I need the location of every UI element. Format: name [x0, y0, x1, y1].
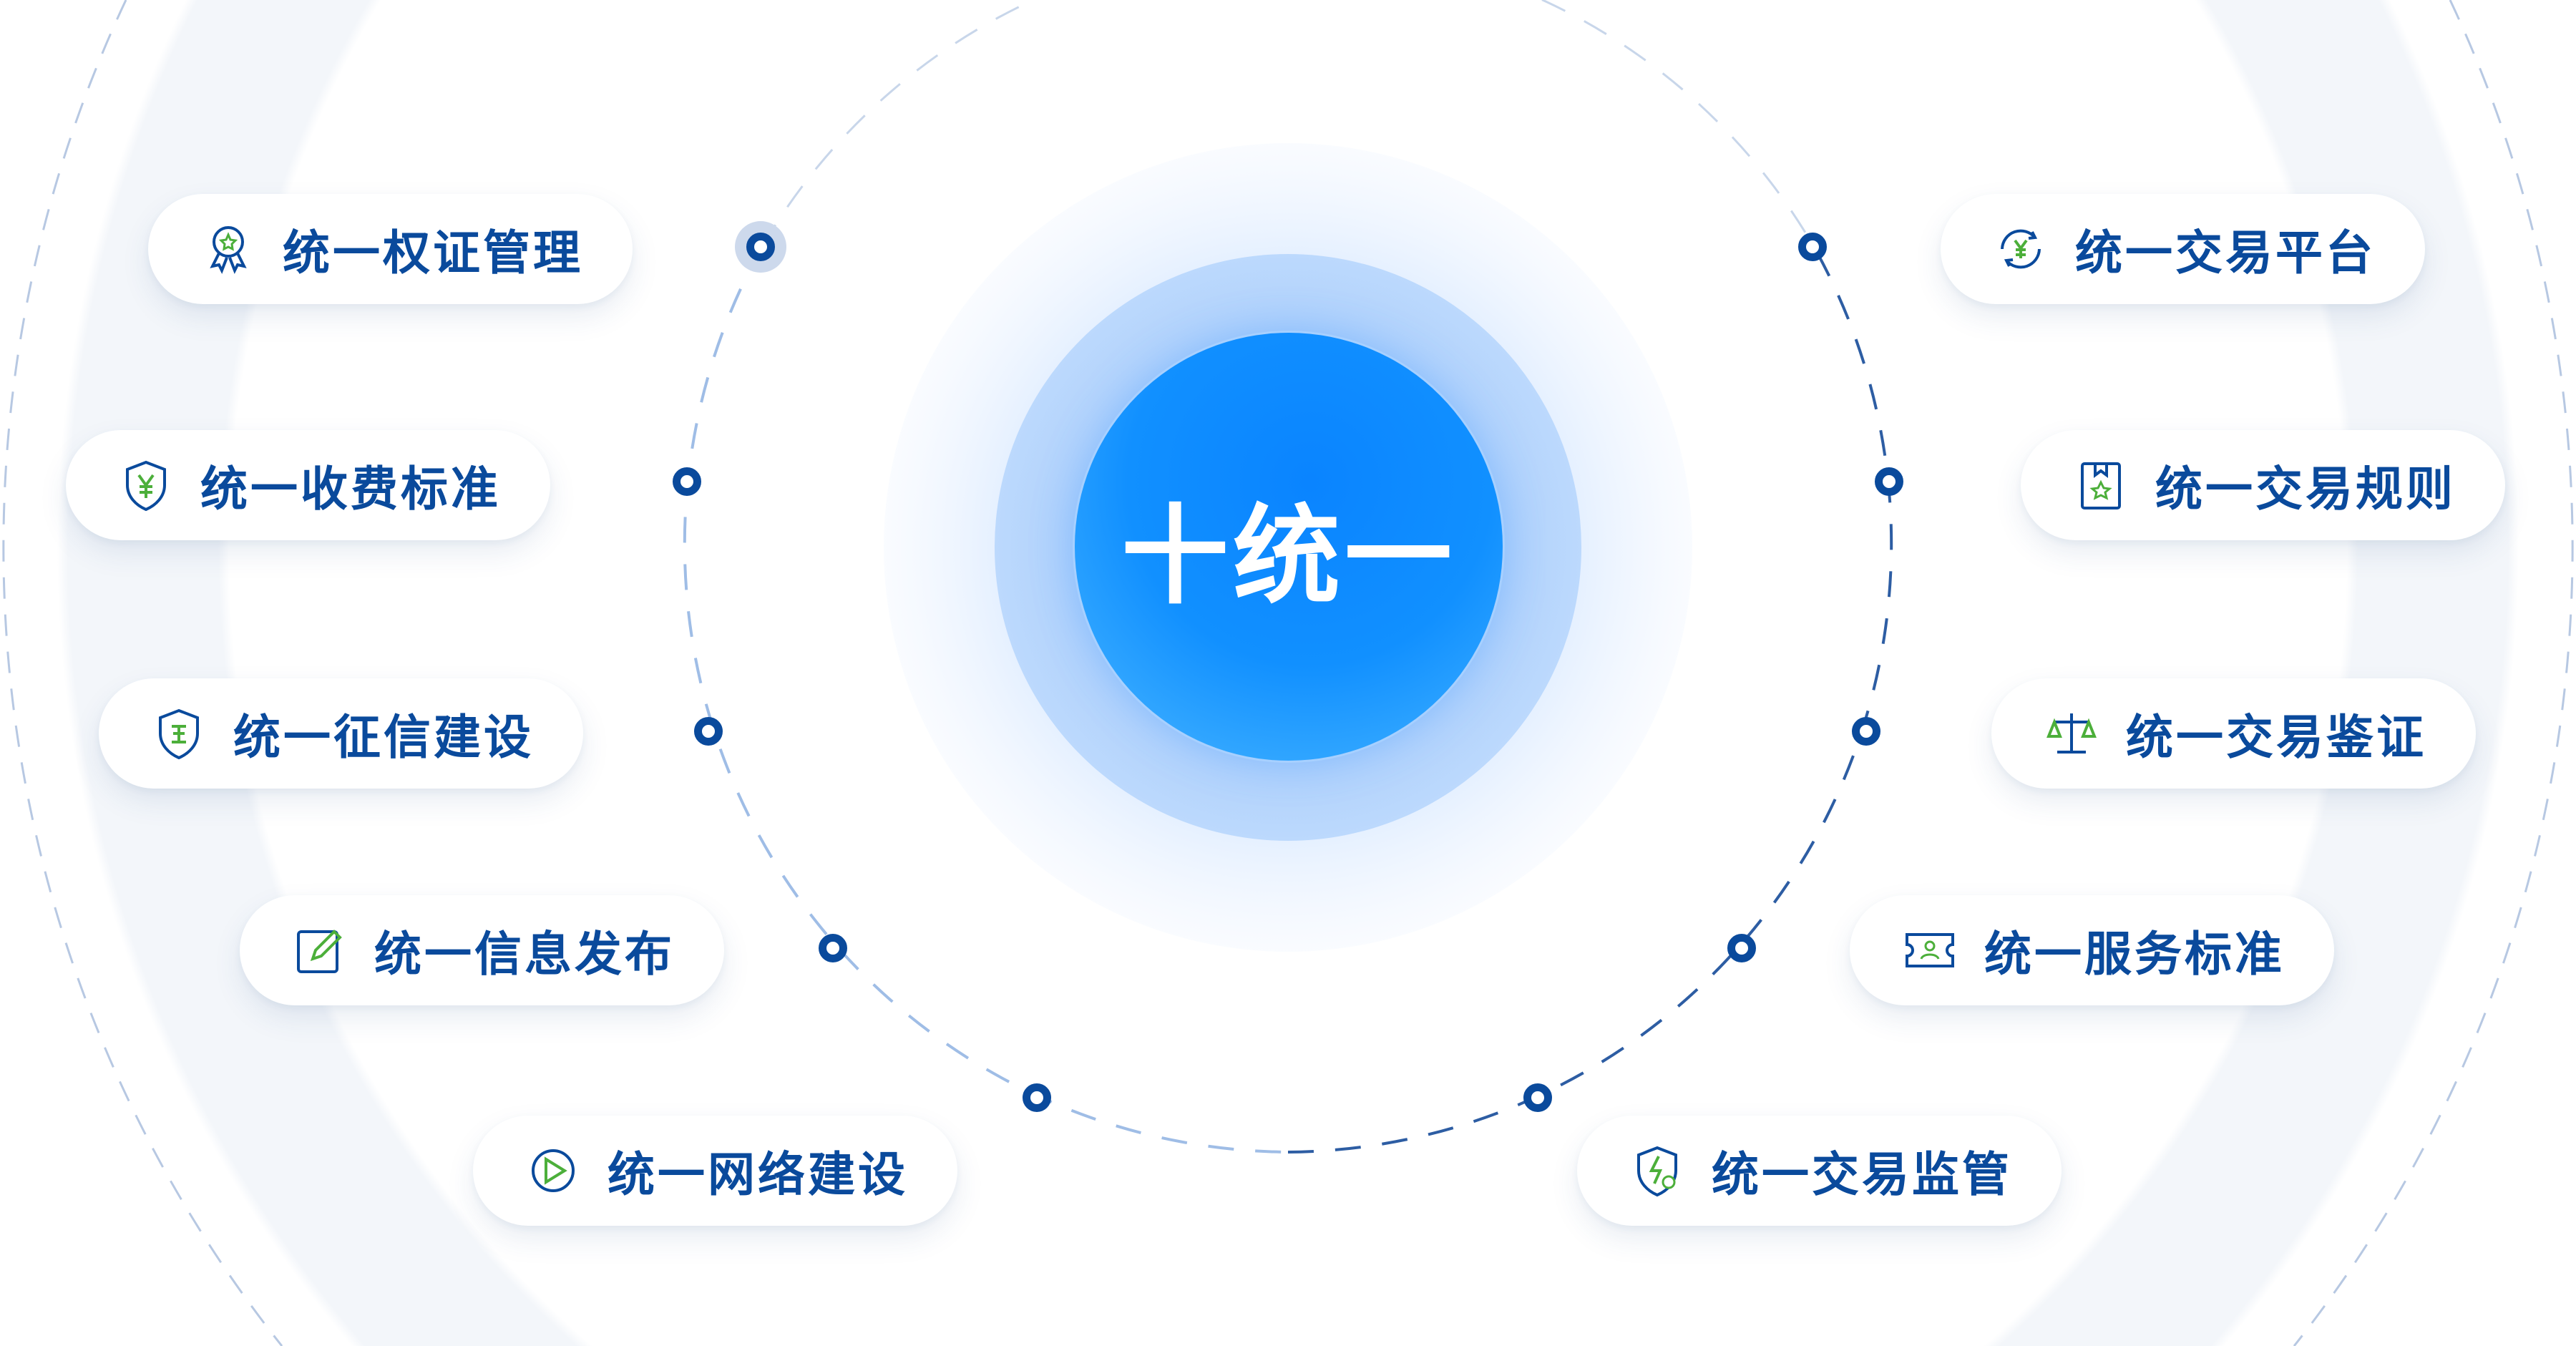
center-core: 十统一 [1075, 333, 1503, 761]
item-right-2[interactable]: 统一交易规则 [2021, 430, 2505, 540]
orbit-node-left-3[interactable] [694, 717, 723, 746]
item-right-3[interactable]: 统一交易鉴证 [1991, 678, 2476, 789]
orbit-top [761, 0, 1815, 248]
orbit-node-right-4[interactable] [1727, 934, 1756, 962]
yen-exchange-icon [2001, 229, 2041, 269]
orbit-node-left-4[interactable] [819, 934, 847, 962]
outer-dashed-ring-right [2293, 0, 2574, 1346]
item-label: 统一信息发布 [374, 927, 675, 982]
shield-credit-icon [159, 708, 199, 760]
item-label: 统一交易平台 [2075, 225, 2376, 281]
edit-pencil-icon [297, 930, 342, 973]
orbit-node-left-2[interactable] [673, 467, 701, 496]
item-right-1[interactable]: 统一交易平台 [1941, 194, 2425, 304]
outer-dashed-ring-left [2, 0, 283, 1346]
item-left-4[interactable]: 统一信息发布 [240, 895, 724, 1005]
award-medal-icon [210, 226, 247, 274]
item-left-3[interactable]: 统一征信建设 [99, 678, 583, 789]
orbit-node-right-2[interactable] [1875, 467, 1903, 496]
shield-lightning-icon [1637, 1146, 1677, 1197]
item-label: 统一服务标准 [1984, 927, 2285, 982]
shield-yen-icon [126, 460, 166, 512]
balance-scale-icon [2046, 713, 2097, 754]
rule-book-icon [2081, 462, 2121, 509]
orbit-left [683, 246, 1289, 1154]
item-right-4[interactable]: 统一服务标准 [1850, 895, 2334, 1005]
item-left-1[interactable]: 统一权证管理 [148, 194, 633, 304]
orbit-node-right-5[interactable] [1523, 1083, 1552, 1112]
item-label: 统一征信建设 [233, 710, 534, 765]
orbit-right [1287, 246, 1893, 1154]
item-right-5[interactable]: 统一交易监管 [1577, 1116, 2062, 1226]
item-label: 统一交易监管 [1712, 1147, 2012, 1202]
center-title: 十统一 [1121, 494, 1456, 619]
item-label: 统一交易鉴证 [2126, 710, 2426, 765]
orbit-node-left-5[interactable] [1023, 1083, 1051, 1112]
item-label: 统一权证管理 [283, 225, 583, 281]
service-ticket-icon [1906, 933, 1954, 967]
orbit-node-left-1[interactable] [746, 233, 775, 261]
item-left-2[interactable]: 统一收费标准 [66, 430, 550, 540]
item-label: 统一收费标准 [200, 462, 501, 517]
orbit-node-right-1[interactable] [1798, 233, 1827, 261]
item-label: 统一网络建设 [608, 1147, 908, 1202]
item-left-5[interactable]: 统一网络建设 [473, 1116, 957, 1226]
orbit-node-right-3[interactable] [1852, 717, 1880, 746]
network-play-icon [532, 1149, 575, 1192]
item-label: 统一交易规则 [2155, 462, 2456, 517]
